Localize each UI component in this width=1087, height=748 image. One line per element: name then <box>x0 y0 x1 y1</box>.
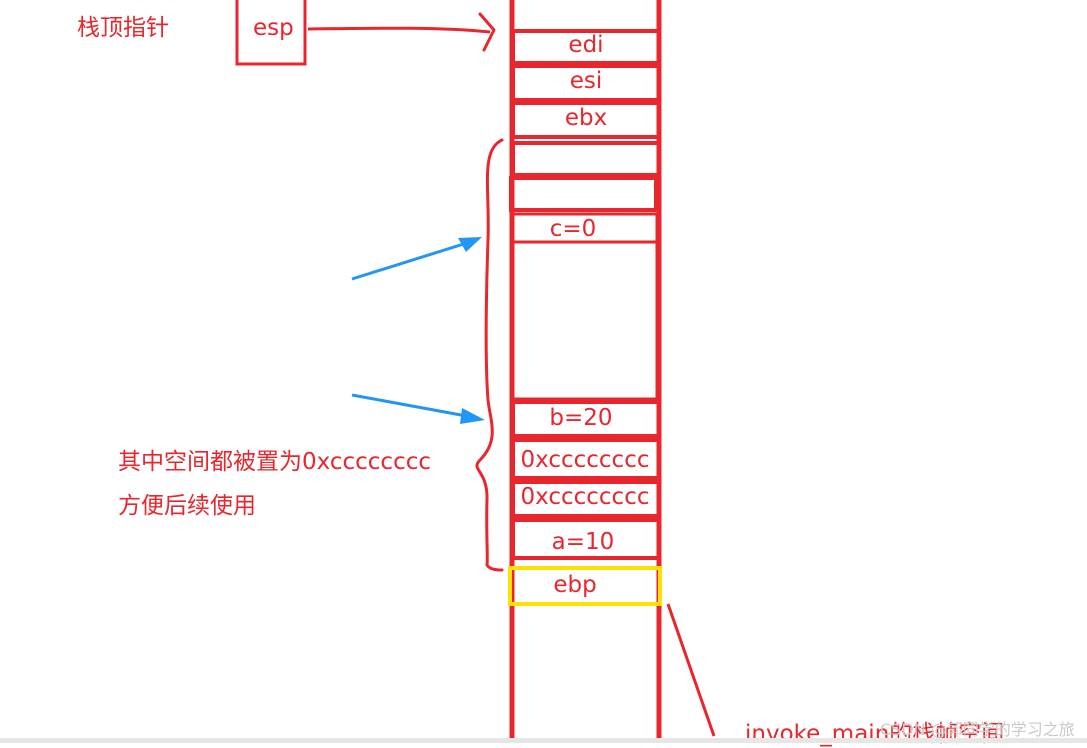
blue-arrowhead-lower <box>460 408 485 424</box>
cell-edi-box <box>511 29 661 65</box>
note-line-2: 方便后续使用 <box>118 493 256 519</box>
esp-register-label: esp <box>253 15 294 41</box>
cell-fill1-box <box>511 438 661 480</box>
cell-esi-box <box>511 64 661 102</box>
cell-empty2-box <box>509 176 658 212</box>
cell-fill1: 0xcccccccc <box>520 447 650 473</box>
cell-b-box <box>511 400 661 438</box>
stack-pointer-label: 栈顶指针 <box>77 15 169 41</box>
csdn-watermark: CSDN @郭同学的学习之旅 <box>880 720 1075 739</box>
cell-c: c=0 <box>549 216 597 242</box>
note-line-1: 其中空间都被置为0xcccccccc <box>118 449 432 475</box>
region-brace <box>475 138 504 572</box>
ebp-link-line <box>666 603 716 737</box>
cell-fill2: 0xcccccccc <box>520 484 650 510</box>
blue-arrowhead-upper <box>458 237 482 252</box>
esp-pointer-arrow <box>307 26 491 34</box>
cell-esi: esi <box>569 68 603 94</box>
cell-ebx: ebx <box>564 105 608 131</box>
esp-pointer-arrowhead <box>478 12 496 52</box>
cell-ebp: ebp <box>553 572 597 598</box>
cell-empty1-box <box>511 141 661 177</box>
cell-a-box <box>511 518 661 560</box>
bottom-scroll-strip <box>0 738 1087 743</box>
blue-arrow-lower <box>351 393 473 419</box>
blue-arrow-upper <box>351 240 471 281</box>
cell-b: b=20 <box>549 405 613 431</box>
esp-register-box <box>235 0 307 66</box>
cell-edi: edi <box>568 32 604 58</box>
cell-ebp-box <box>508 566 662 606</box>
cell-fill2-box <box>511 480 661 518</box>
cell-a: a=10 <box>551 529 615 555</box>
cell-large-box <box>509 240 659 401</box>
cell-ebx-box <box>511 101 661 139</box>
